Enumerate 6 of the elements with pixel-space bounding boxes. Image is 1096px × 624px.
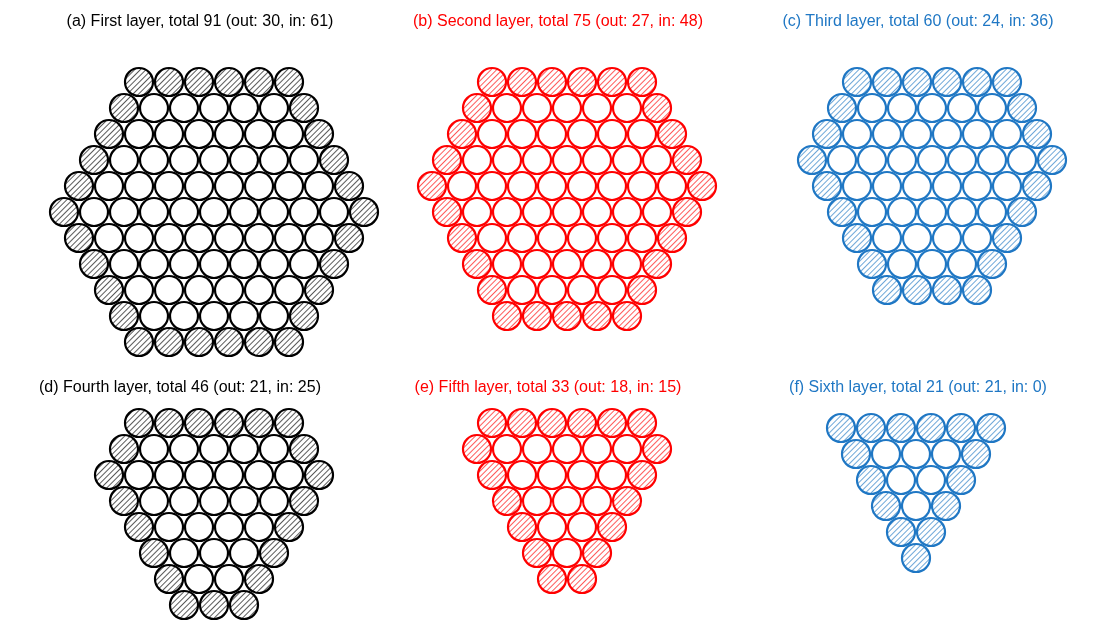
panel-caption: (c) Third layer, total 60 (out: 24, in: 36) — [782, 12, 1054, 30]
panel-caption: (b) Second layer, total 75 (out: 27, in: 48) — [413, 12, 703, 30]
panel-caption: (d) Fourth layer, total 46 (out: 21, in: 25) — [39, 378, 321, 396]
panel-caption: (a) First layer, total 91 (out: 30, in: 61) — [66, 12, 334, 30]
panel-caption: (f) Sixth layer, total 21 (out: 21, in: 0) — [789, 378, 1047, 396]
panel-caption: (e) Fifth layer, total 33 (out: 18, in: 15) — [414, 378, 682, 396]
